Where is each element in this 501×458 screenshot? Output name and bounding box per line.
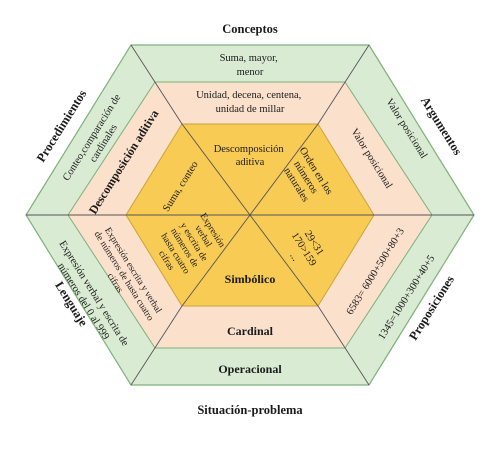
green-top-text: Suma, mayor, menor (220, 53, 281, 78)
peach-top-text: Unidad, decena, centena, unidad de milla… (196, 90, 304, 115)
core-diagonals (126, 123, 374, 307)
label-situacion-problema: Situación-problema (197, 403, 303, 417)
core-top-text: Descomposición aditiva (214, 144, 287, 168)
band-dividers (26, 44, 474, 386)
label-conceptos: Conceptos (222, 22, 278, 36)
green-bottom-text: Operacional (218, 362, 282, 376)
core-bottom-text: Simbólico (225, 272, 276, 286)
core-lower-left-text: Expresión verbal y escrita de números de… (149, 209, 230, 284)
peach-bottom-text: Cardinal (227, 324, 274, 338)
